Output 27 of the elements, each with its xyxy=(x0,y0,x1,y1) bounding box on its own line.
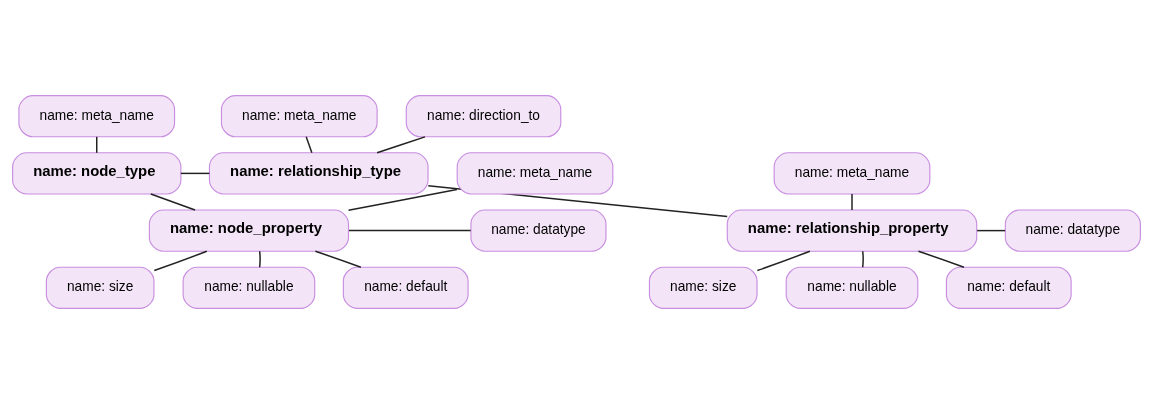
node-box: name: meta_name xyxy=(456,151,614,195)
node-box: name: default xyxy=(945,266,1072,309)
connector xyxy=(150,192,196,211)
connector xyxy=(976,229,1006,231)
node-box: name: relationship_type xyxy=(208,151,429,195)
connector xyxy=(258,250,261,268)
connector xyxy=(347,188,458,211)
node-box: name: meta_name xyxy=(773,151,931,195)
node-box: name: meta_name xyxy=(18,94,176,137)
node-box: name: relationship_property xyxy=(726,208,978,252)
connector xyxy=(305,135,313,154)
node-box: name: node_type xyxy=(12,151,182,195)
connector xyxy=(180,172,211,174)
node-box: name: default xyxy=(342,266,469,309)
connector xyxy=(348,229,472,231)
node-box: name: node_property xyxy=(148,208,350,252)
node-box: name: datatype xyxy=(1004,208,1141,252)
connector xyxy=(314,250,362,268)
connector xyxy=(861,250,864,268)
connector xyxy=(851,192,853,211)
node-box: name: nullable xyxy=(785,266,919,309)
node-box: name: size xyxy=(45,266,155,309)
node-box: name: nullable xyxy=(182,266,316,309)
node-box: name: meta_name xyxy=(220,94,378,137)
node-box: name: size xyxy=(648,266,758,309)
node-box: name: direction_to xyxy=(405,94,562,137)
node-box: name: datatype xyxy=(470,208,607,252)
